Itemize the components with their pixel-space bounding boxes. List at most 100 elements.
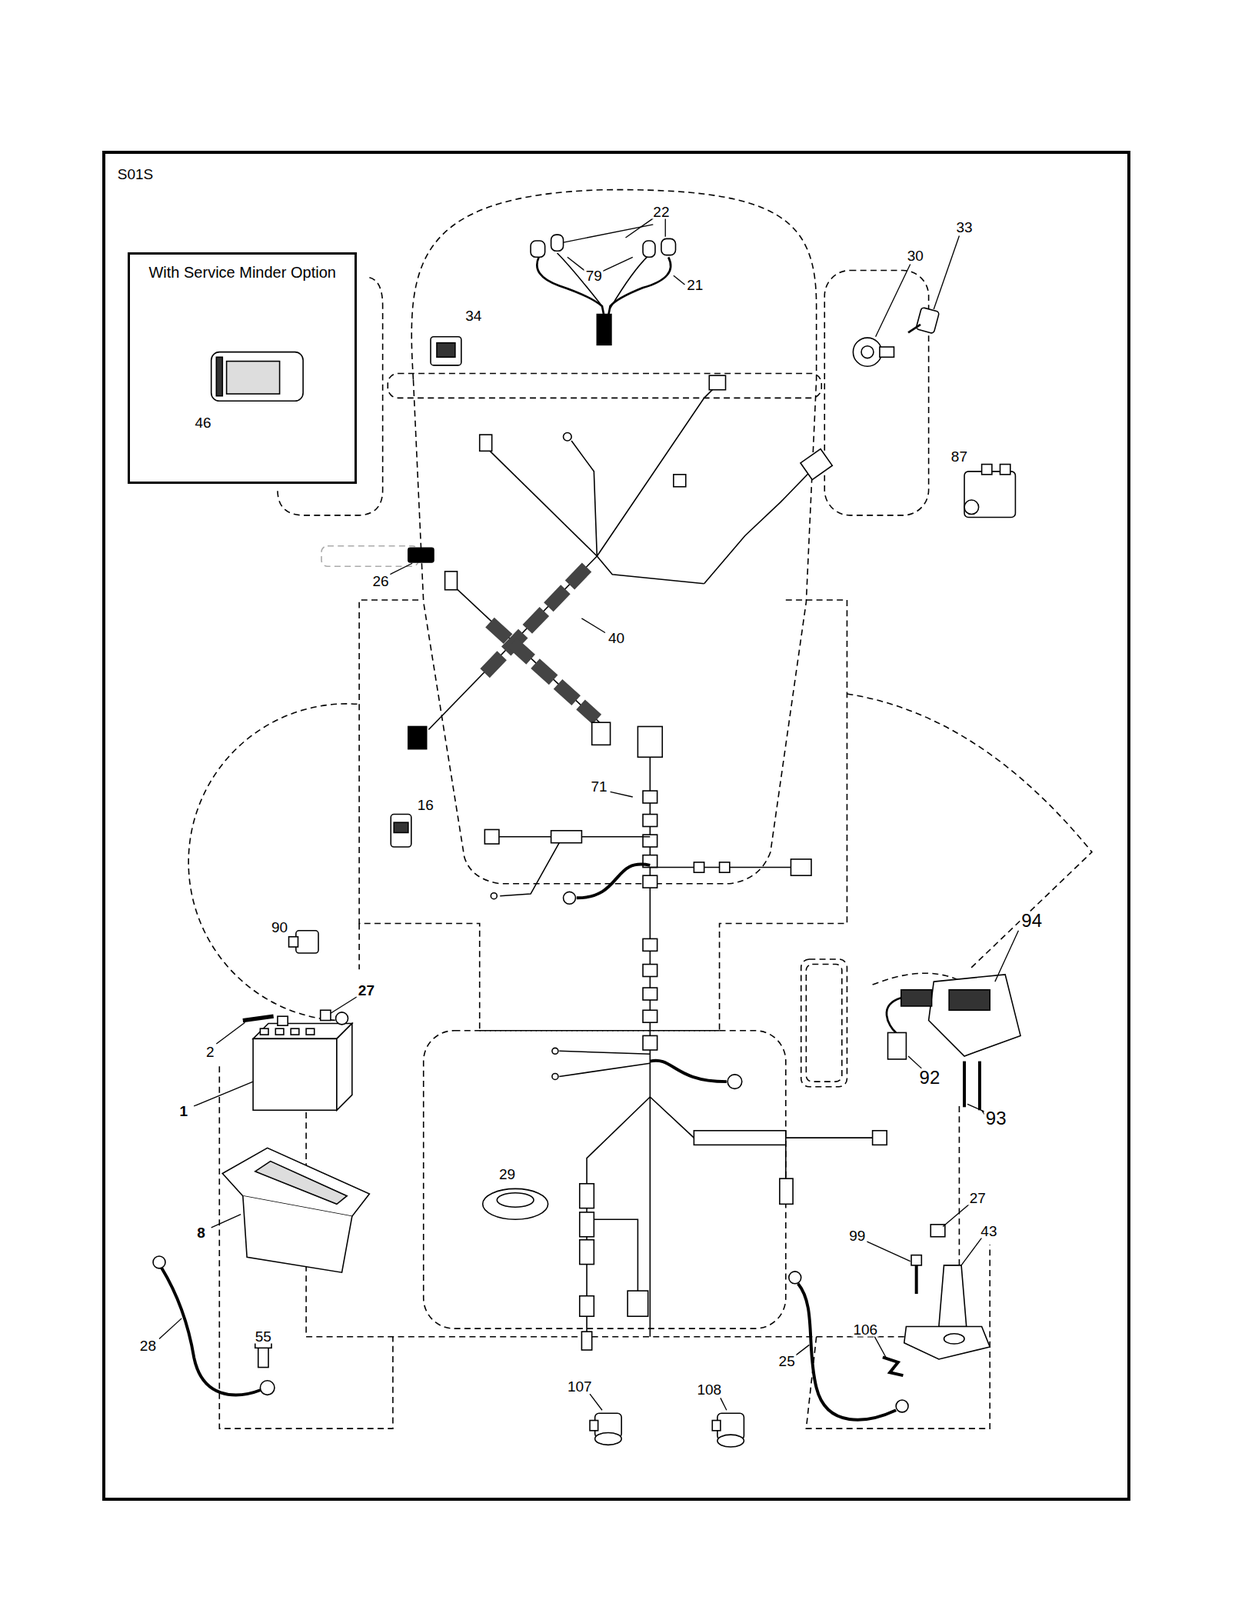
body-outline bbox=[359, 599, 480, 1031]
callout-number: 1 bbox=[178, 1102, 190, 1118]
module-parts bbox=[948, 989, 990, 1011]
module-parts bbox=[928, 974, 1021, 1056]
body-outline bbox=[846, 693, 1092, 969]
callout-number: 46 bbox=[193, 415, 214, 430]
body-outline bbox=[188, 703, 357, 1021]
body-outline bbox=[411, 189, 816, 884]
switch-parts bbox=[296, 930, 319, 953]
switch-parts bbox=[211, 352, 303, 402]
leader-line bbox=[159, 1318, 182, 1339]
main-harness bbox=[484, 567, 587, 674]
battery-parts bbox=[712, 1420, 721, 1431]
leader-line bbox=[211, 1214, 241, 1228]
switch-parts bbox=[430, 336, 462, 366]
leader-line bbox=[602, 256, 633, 272]
module-parts bbox=[944, 1333, 966, 1344]
leader-line bbox=[673, 275, 686, 285]
switch-parts bbox=[216, 356, 223, 396]
module-parts bbox=[938, 1264, 967, 1327]
main-harness bbox=[704, 467, 815, 584]
battery-parts bbox=[336, 1011, 349, 1025]
rear-harness bbox=[693, 862, 704, 873]
rear-harness bbox=[790, 858, 812, 876]
callout-number: 79 bbox=[584, 268, 604, 283]
body-outline bbox=[801, 958, 848, 1087]
leader-line bbox=[567, 256, 586, 272]
battery-parts bbox=[496, 1192, 534, 1208]
module-parts bbox=[882, 1356, 904, 1375]
battery-parts bbox=[259, 1028, 269, 1035]
leader-line bbox=[942, 1203, 970, 1226]
rear-harness bbox=[484, 725, 887, 1350]
leader-line bbox=[967, 1103, 986, 1112]
battery-parts bbox=[153, 1255, 166, 1269]
switch-parts bbox=[408, 547, 434, 563]
leader-line bbox=[330, 995, 359, 1014]
callout-number: 33 bbox=[954, 219, 974, 234]
rear-harness bbox=[581, 1331, 592, 1350]
module-parts bbox=[895, 1399, 909, 1412]
callout-number: 27 bbox=[968, 1189, 988, 1205]
module-parts bbox=[788, 1271, 802, 1284]
rear-harness bbox=[552, 1047, 559, 1054]
battery-parts bbox=[290, 1028, 300, 1035]
main-harness bbox=[449, 581, 608, 730]
leader-line bbox=[625, 218, 653, 238]
callout-number: 92 bbox=[918, 1068, 943, 1087]
callout-number: 28 bbox=[138, 1338, 158, 1353]
main-harness bbox=[596, 555, 704, 584]
main-harness bbox=[489, 622, 597, 720]
main-harness bbox=[428, 555, 597, 730]
rear-harness bbox=[727, 1074, 743, 1089]
callout-number: 108 bbox=[695, 1381, 723, 1397]
rear-harness bbox=[642, 964, 658, 977]
leader-line bbox=[995, 930, 1019, 982]
callout-number: 22 bbox=[651, 203, 671, 219]
module-parts bbox=[788, 974, 1021, 1420]
body-outline bbox=[824, 270, 929, 516]
rear-harness bbox=[559, 1062, 650, 1076]
main-harness bbox=[563, 432, 573, 441]
module-parts bbox=[962, 1061, 966, 1108]
battery-parts bbox=[243, 1195, 353, 1272]
module-parts bbox=[886, 997, 902, 1032]
rear-harness bbox=[484, 828, 500, 844]
battery-parts bbox=[277, 1015, 288, 1026]
leader-line bbox=[875, 264, 911, 337]
rear-harness bbox=[642, 1035, 658, 1050]
battery-parts bbox=[595, 1431, 623, 1445]
battery-parts bbox=[275, 1028, 284, 1035]
rear-harness bbox=[586, 1096, 650, 1332]
rear-harness bbox=[872, 1130, 888, 1146]
battery-parts bbox=[161, 1267, 262, 1395]
battery-parts bbox=[258, 1346, 269, 1368]
switch-parts bbox=[852, 337, 882, 367]
leader-line bbox=[610, 791, 633, 797]
rear-harness bbox=[499, 842, 560, 896]
body-outline bbox=[805, 1244, 990, 1429]
callout-number: 27 bbox=[356, 982, 377, 998]
rear-harness bbox=[642, 875, 658, 888]
callout-number: 21 bbox=[685, 277, 705, 293]
switch-parts bbox=[964, 471, 1016, 518]
callout-number: 93 bbox=[984, 1108, 1009, 1128]
main-harness bbox=[479, 434, 493, 451]
rear-harness bbox=[642, 814, 658, 827]
main-harness bbox=[800, 449, 833, 480]
switch-parts bbox=[226, 361, 280, 394]
rear-harness bbox=[642, 987, 658, 1000]
body-outline bbox=[321, 545, 419, 567]
main-harness bbox=[408, 375, 833, 749]
switch-parts bbox=[289, 936, 299, 947]
leader-line bbox=[720, 1397, 727, 1410]
option-box: With Service Minder Option bbox=[127, 252, 358, 484]
headlight-harness bbox=[536, 256, 604, 317]
callout-number: 55 bbox=[253, 1328, 273, 1344]
leader-line bbox=[159, 218, 1019, 1410]
switch-parts bbox=[393, 822, 409, 833]
main-harness bbox=[408, 725, 427, 749]
main-harness bbox=[596, 387, 715, 556]
leader-line bbox=[193, 1081, 253, 1106]
